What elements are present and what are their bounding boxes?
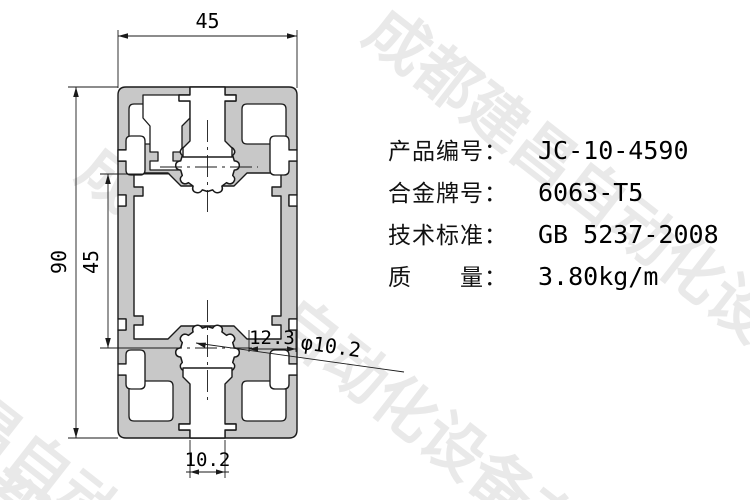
dimension-height-45: [100, 173, 170, 349]
dimension-label-bore-offset-123: 12.3: [249, 327, 295, 349]
side-tslot-left-middle2: [117, 318, 127, 331]
tslot-void-bottom-center: [178, 367, 237, 439]
spec-row-mass: 质 量： 3.80kg/m: [388, 258, 738, 300]
spec-value-product-code: JC-10-4590: [538, 136, 689, 165]
profile-geometry: [117, 86, 298, 439]
spec-value-mass: 3.80kg/m: [538, 262, 659, 291]
arrow-bottom: [73, 428, 79, 438]
dimension-bore-offset-123: [248, 330, 297, 352]
arrow-top: [105, 174, 111, 184]
arrow-left: [190, 469, 199, 475]
spec-label-alloy-grade: 合金牌号：: [388, 181, 508, 207]
arrow-right: [287, 33, 297, 39]
spec-label-product-code: 产品编号：: [388, 139, 508, 165]
specification-block: 产品编号： JC-10-4590 合金牌号： 6063-T5 技术标准： GB …: [388, 132, 738, 300]
dimension-label-bore-diameter: φ10.2: [299, 330, 362, 362]
arrow-right: [216, 469, 225, 475]
spec-row-alloy-grade: 合金牌号： 6063-T5: [388, 174, 738, 216]
dimension-label-height-90: 90: [47, 250, 71, 274]
arrow-top: [73, 87, 79, 97]
dimension-height-90: [68, 86, 118, 439]
dimension-label-width-45: 45: [195, 9, 219, 33]
dimension-slot-102: [186, 440, 229, 478]
spec-label-mass: 质 量：: [388, 265, 508, 291]
leader-line: [195, 342, 405, 373]
spec-value-alloy-grade: 6063-T5: [538, 178, 644, 207]
side-tslot-left-middle: [117, 194, 127, 207]
leader-bore-diameter: [195, 342, 405, 373]
spec-label-standard: 技术标准：: [388, 223, 508, 249]
dimension-label-slot-102: 10.2: [185, 449, 231, 471]
dimension-label-height-45: 45: [79, 250, 103, 274]
arrow-left: [118, 33, 128, 39]
arrow-bottom: [105, 338, 111, 348]
spec-row-product-code: 产品编号： JC-10-4590: [388, 132, 738, 174]
side-tslot-left-lower: [117, 349, 146, 390]
center-lines: [160, 120, 258, 400]
side-tslot-right-upper: [269, 135, 298, 176]
leader-arrow: [196, 342, 206, 348]
dimension-width-45: [117, 30, 298, 88]
arrow-left: [249, 346, 258, 352]
spec-value-standard: GB 5237-2008: [538, 220, 719, 249]
spec-row-standard: 技术标准： GB 5237-2008: [388, 216, 738, 258]
side-tslot-right-middle: [288, 194, 298, 207]
arrow-right: [287, 346, 296, 352]
side-tslot-right-middle2: [288, 318, 298, 331]
